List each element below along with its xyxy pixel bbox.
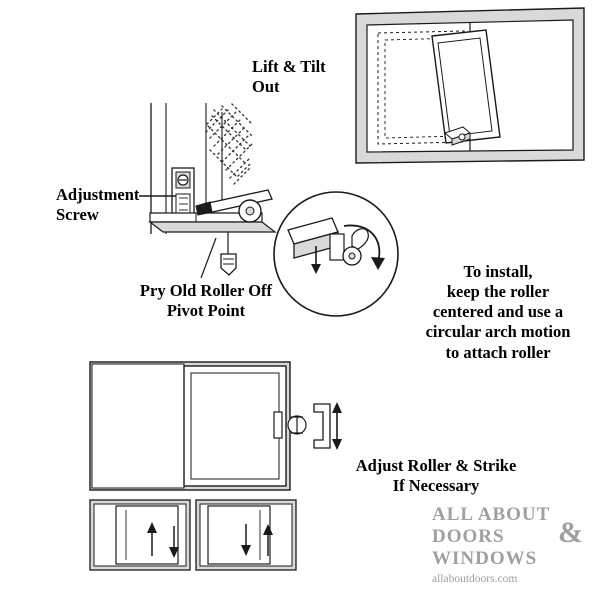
figure-bottom-panels: [89, 499, 297, 571]
pry-tool: [195, 189, 273, 216]
left-panel-arrows-icon: [147, 522, 179, 558]
detail-roller: [329, 233, 362, 266]
watermark-ampersand: &: [558, 516, 583, 549]
label-adjust-roller-strike: Adjust Roller & Strike If Necessary: [355, 456, 517, 496]
strike-plate: [313, 403, 331, 449]
figure-install-detail: [273, 191, 399, 317]
sash-tilted-inner: [437, 37, 493, 137]
label-to-install: To install, keep the roller centered and…: [425, 262, 571, 362]
figure-roller-assembly: [139, 103, 277, 279]
strike-adjust-arrows-icon: [332, 402, 342, 450]
sash-original-position: [377, 30, 465, 145]
arch-motion-arrow-icon: [343, 224, 385, 270]
watermark-url: allaboutdoors.com: [432, 573, 518, 585]
bottom-panel-left-sash: [115, 505, 179, 565]
strike-callout-cross: [291, 416, 303, 434]
sill-track-front: [148, 221, 277, 233]
hatched-texture: [205, 103, 253, 185]
bottom-panel-right-sash: [207, 505, 271, 565]
label-adjustment-screw: Adjustment Screw: [56, 185, 140, 225]
door-handle: [273, 411, 283, 439]
door-fixed-panel: [91, 363, 185, 489]
roller-wheel: [238, 199, 262, 223]
down-arrow-icon: [311, 246, 321, 274]
pivot-point-pin: [220, 232, 237, 276]
label-lift-tilt-out: Lift & Tilt Out: [252, 57, 326, 97]
figure-door-assembly: [89, 361, 342, 571]
watermark-line-windows: WINDOWS: [432, 548, 538, 569]
watermark-line-all-about: ALL ABOUT: [432, 504, 551, 525]
leader-line-pry-roller: [200, 237, 217, 279]
door-sliding-sash-inner: [190, 372, 280, 480]
watermark-line-doors: DOORS: [432, 526, 505, 547]
roller-housing: [171, 167, 195, 219]
right-panel-arrows-icon: [241, 524, 273, 556]
figure-window-tilt: [355, 7, 585, 164]
label-pry-old-roller: Pry Old Roller Off Pivot Point: [139, 281, 273, 321]
roller-detail-top: [444, 126, 471, 146]
hand-icon: [351, 228, 369, 250]
